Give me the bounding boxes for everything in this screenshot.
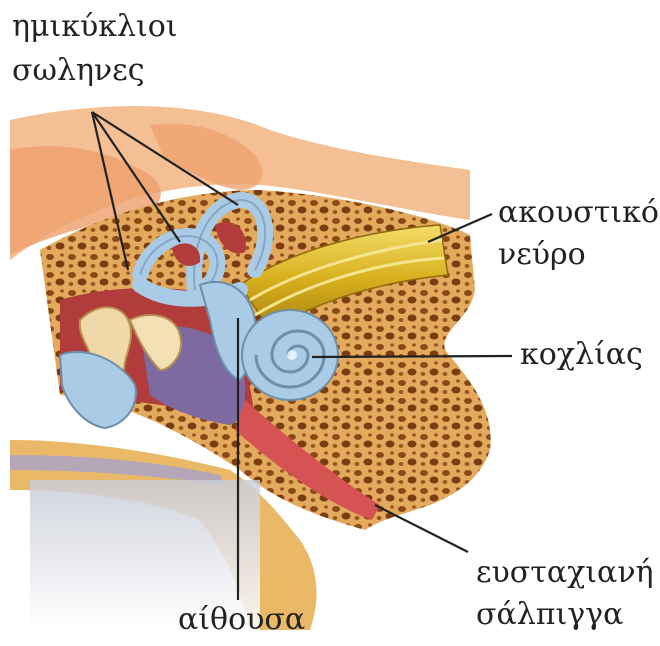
cochlea xyxy=(242,310,338,400)
label-semicircular-canals-line2: σωληνες xyxy=(12,54,145,88)
label-eustachian-tube-line1: ευσταχιανή xyxy=(476,556,654,590)
label-acoustic-nerve-line1: ακουστικό xyxy=(498,196,659,230)
label-semicircular-canals-line1: ημικύκλιοι xyxy=(12,10,178,44)
label-acoustic-nerve-line2: νεύρο xyxy=(498,238,586,272)
label-eustachian-tube-line2: σάλπιγγα xyxy=(476,598,623,632)
label-vestibule: αίθουσα xyxy=(178,603,305,637)
label-cochlea: κοχλίας xyxy=(520,338,643,372)
